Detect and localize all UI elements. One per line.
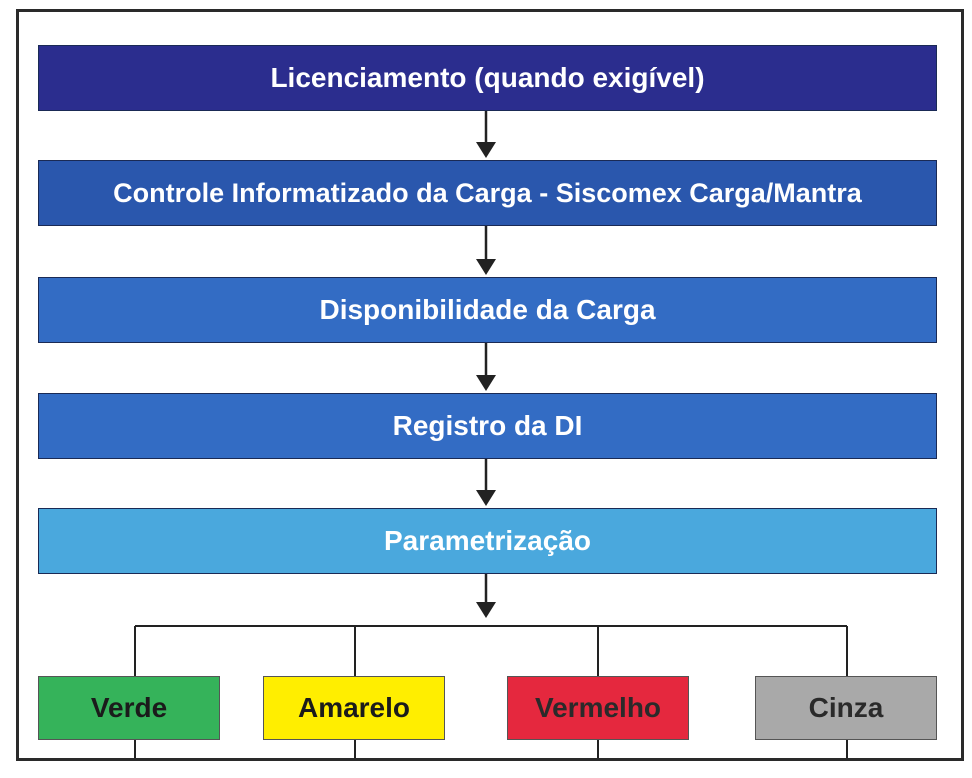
channel-vermelho: Vermelho <box>507 676 689 740</box>
step-controle-informatizado: Controle Informatizado da Carga - Siscom… <box>38 160 937 226</box>
step-registro-di: Registro da DI <box>38 393 937 459</box>
step-disponibilidade: Disponibilidade da Carga <box>38 277 937 343</box>
step-parametrizacao: Parametrização <box>38 508 937 574</box>
step-licenciamento: Licenciamento (quando exigível) <box>38 45 937 111</box>
arrowhead-4 <box>476 490 496 506</box>
diagram-frame <box>16 9 964 761</box>
arrowhead-1 <box>476 142 496 158</box>
arrowhead-3 <box>476 375 496 391</box>
channel-amarelo: Amarelo <box>263 676 445 740</box>
channel-cinza: Cinza <box>755 676 937 740</box>
arrowhead-2 <box>476 259 496 275</box>
channel-verde: Verde <box>38 676 220 740</box>
arrowhead-5 <box>476 602 496 618</box>
